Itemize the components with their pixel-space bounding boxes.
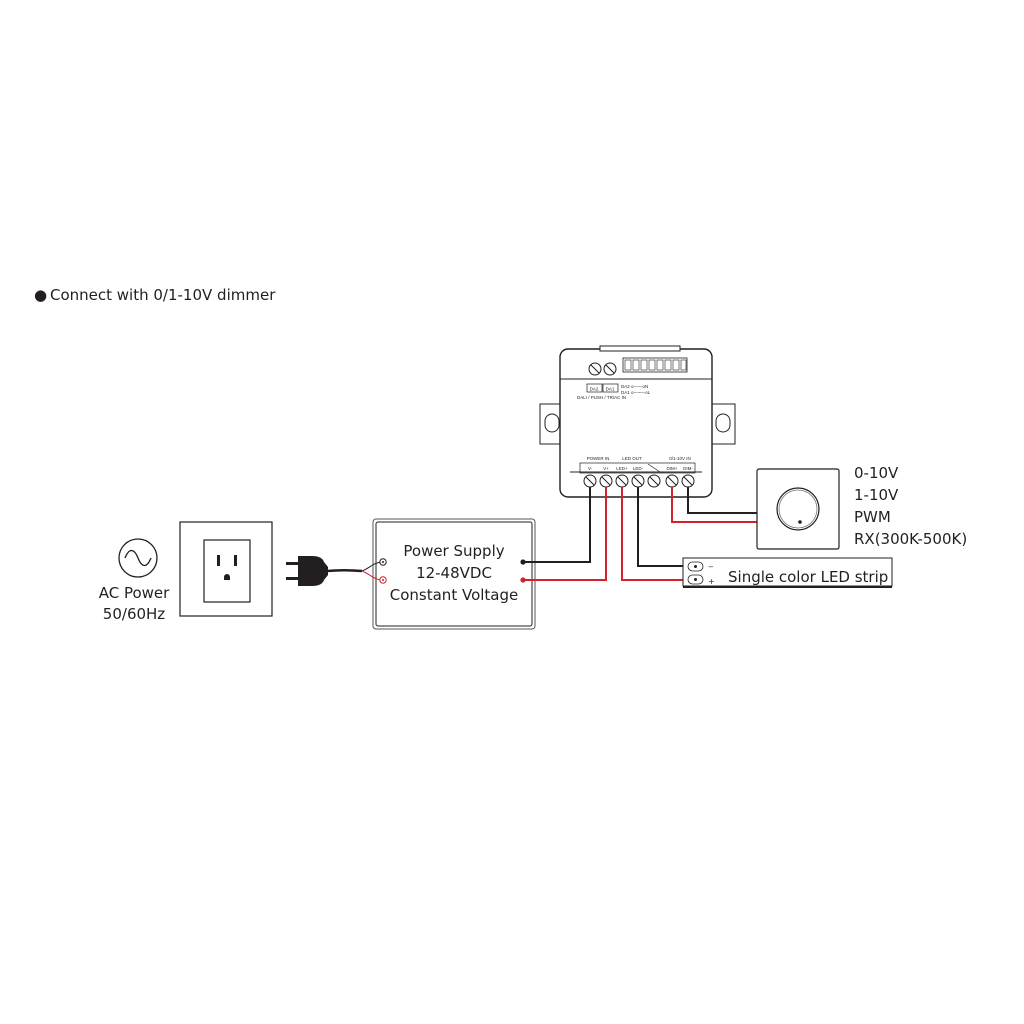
led-strip-label: Single color LED strip — [728, 568, 888, 586]
terminal-v-plus: V+ — [603, 466, 609, 471]
controller-module — [539, 345, 736, 498]
power-supply-type: Constant Voltage — [390, 586, 518, 604]
dip-switch-block — [624, 359, 687, 371]
wall-outlet-icon — [179, 521, 273, 617]
terminal-v-minus: V- — [588, 466, 593, 471]
terminal-led-plus: LED+ — [616, 466, 628, 471]
wire-dim-minus — [687, 487, 757, 514]
dali-terminal-da1: DA1 — [606, 387, 615, 392]
wire-v-minus — [523, 487, 591, 563]
dim-in-group-label: 0/1-10V IN — [669, 456, 691, 461]
dimmer-mode-0-10v: 0-10V — [854, 464, 899, 482]
dimmer-mode-1-10v: 1-10V — [854, 486, 899, 504]
dimmer-mode-pwm: PWM — [854, 508, 891, 526]
led-strip-plus-label: + — [708, 577, 715, 586]
ac-power-label: AC Power — [99, 584, 170, 602]
dali-terminal-da2: DA2 — [590, 387, 599, 392]
power-supply-voltage: 12-48VDC — [416, 564, 492, 582]
terminal-dim-minus: DIM- — [683, 466, 693, 471]
ac-frequency-label: 50/60Hz — [103, 605, 166, 623]
terminal-led-minus: LED- — [633, 466, 644, 471]
dali-screw-terminals — [588, 362, 617, 376]
wire-dim-plus — [671, 487, 757, 523]
ac-input-wires — [361, 558, 387, 584]
heading-text: Connect with 0/1-10V dimmer — [50, 286, 276, 304]
power-supply-box — [372, 518, 536, 630]
led-out-group-label: LED OUT — [622, 456, 642, 461]
wire-led-plus — [621, 487, 691, 581]
terminal-dim-plus: DIM+ — [667, 466, 678, 471]
dali-legend-2: DA1 o—~—oL — [621, 390, 651, 395]
wire-led-minus — [637, 487, 691, 567]
led-strip-minus-label: − — [708, 563, 714, 571]
dimmer-knob-icon — [778, 489, 818, 529]
heading-bullet: ● — [34, 286, 47, 304]
dimmer-mode-rx: RX(300K-500K) — [854, 530, 967, 548]
dali-input-caption: DALI / PUSH / TRIAC IN — [577, 395, 626, 400]
led-strip — [682, 557, 893, 588]
dimmer-box — [756, 468, 840, 550]
power-supply-title: Power Supply — [403, 542, 504, 560]
dali-legend-1: DA2 o——oN — [621, 384, 648, 389]
power-plug-icon — [286, 556, 363, 586]
wire-v-plus — [523, 487, 607, 581]
power-in-group-label: POWER IN — [587, 456, 610, 461]
ac-power-icon — [118, 538, 158, 578]
